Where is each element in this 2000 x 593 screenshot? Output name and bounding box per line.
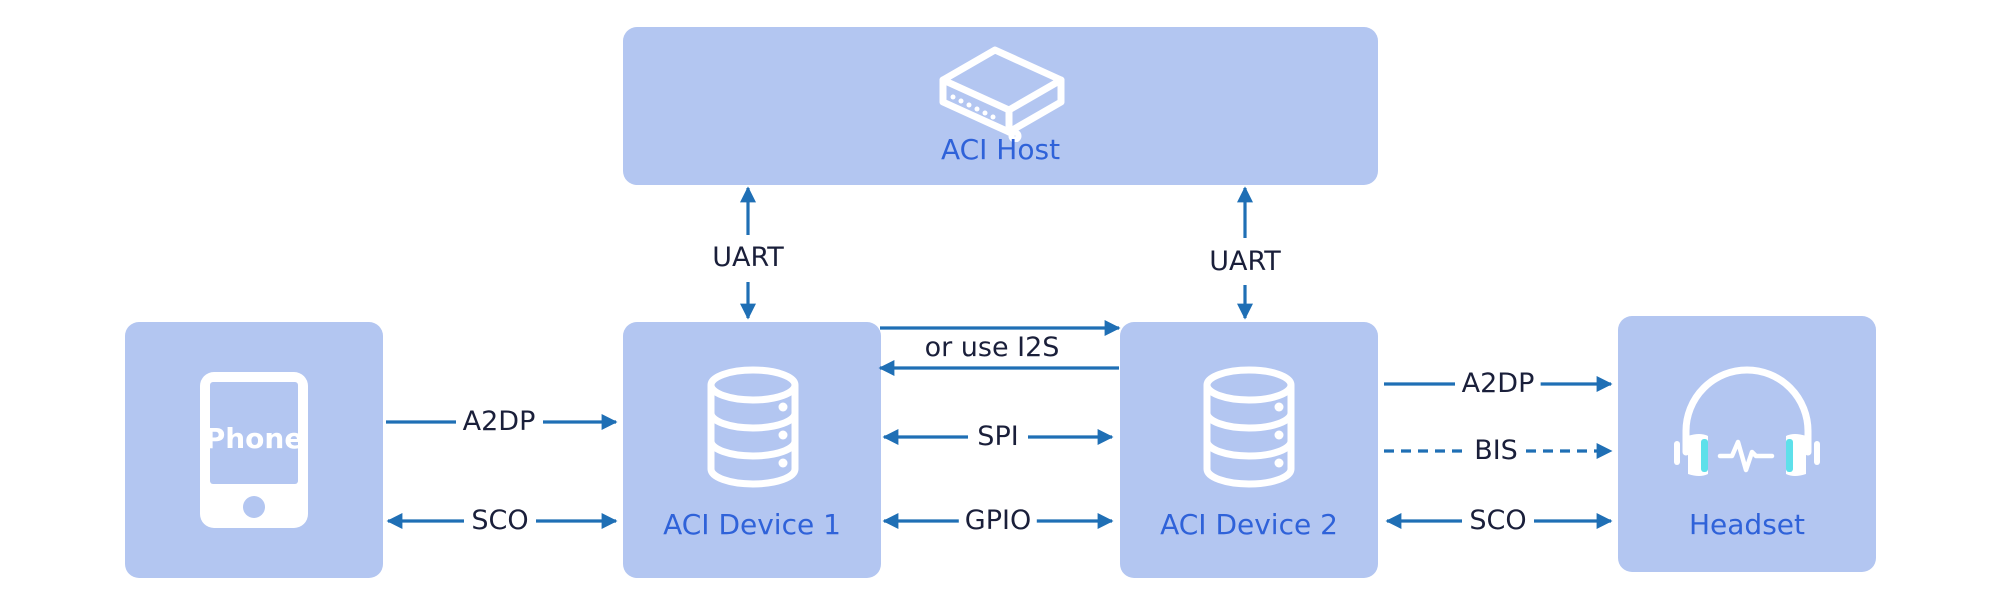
- uart-2-label: UART: [1203, 247, 1287, 277]
- headphones-icon: [1674, 366, 1820, 476]
- phone-sco-label: SCO: [465, 506, 535, 536]
- headset-node: Headset: [1618, 316, 1876, 572]
- router-icon: [939, 46, 1065, 142]
- phone-a2dp-label: A2DP: [456, 407, 542, 437]
- phone-node: Phone: [125, 322, 383, 578]
- headset-bis-label: BIS: [1468, 436, 1524, 466]
- aci-host-label: ACI Host: [940, 133, 1061, 166]
- headset-sco-label: SCO: [1463, 506, 1533, 536]
- i2s-label: or use I2S: [924, 332, 1060, 363]
- aci-device-2-label: ACI Device 2: [1160, 508, 1338, 541]
- gpio-label: GPIO: [958, 506, 1038, 536]
- headset-label: Headset: [1688, 508, 1805, 541]
- phone-label: Phone: [204, 422, 304, 455]
- aci-device-1-node: ACI Device 1: [623, 322, 881, 578]
- aci-device-2-node: ACI Device 2: [1120, 322, 1378, 578]
- database-icon: [1203, 366, 1295, 488]
- uart-1-label: UART: [706, 243, 790, 273]
- aci-device-1-label: ACI Device 1: [663, 508, 841, 541]
- aci-host-node: ACI Host: [623, 27, 1378, 185]
- headset-a2dp-label: A2DP: [1455, 369, 1541, 399]
- database-icon: [707, 366, 799, 488]
- smartphone-icon: [200, 372, 308, 528]
- spi-label: SPI: [971, 422, 1025, 452]
